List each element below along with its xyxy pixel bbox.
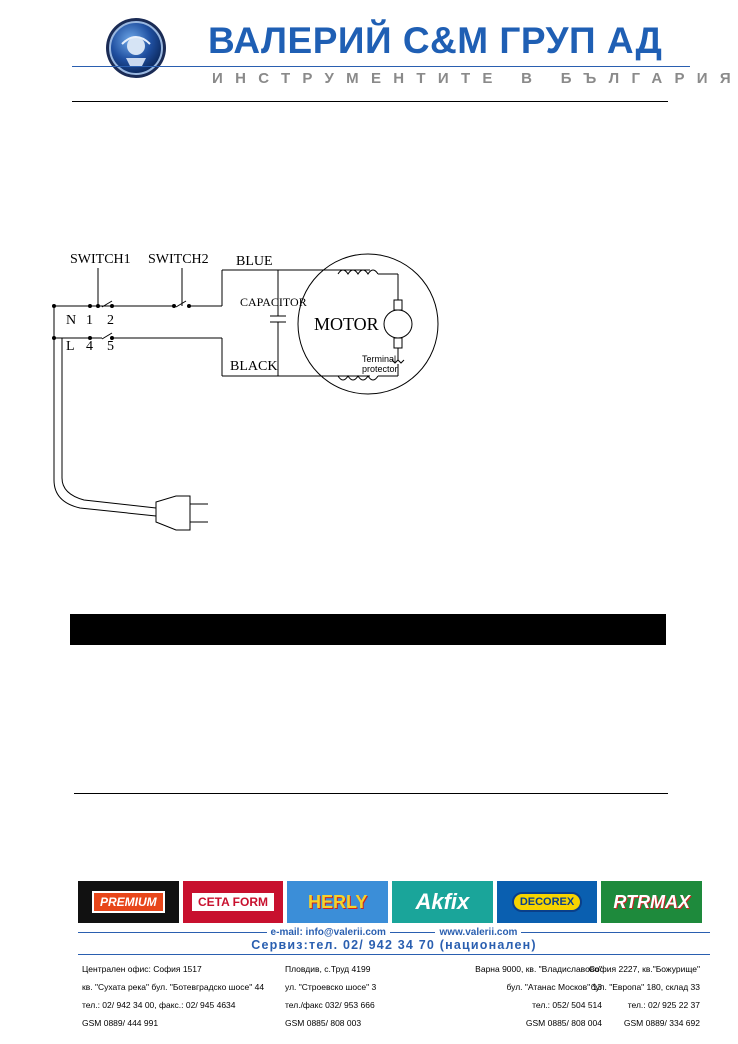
contact-row: e-mail: info@valerii.com www.valerii.com xyxy=(78,927,710,938)
brand-premium-logo: PREMIUM xyxy=(78,881,179,923)
switch1-label: SWITCH1 xyxy=(70,252,131,267)
website-link[interactable]: www.valerii.com xyxy=(435,927,522,938)
black-wire-label: BLACK xyxy=(230,359,277,374)
terminal-2-label: 2 xyxy=(107,313,114,328)
motor-label: MOTOR xyxy=(314,314,379,334)
brand-rtrmax-logo: RTRMAX xyxy=(601,881,703,923)
brand-strip: PREMIUM CETA FORM HERLY Akfix DECOREX RT… xyxy=(78,881,703,923)
email-link[interactable]: e-mail: info@valerii.com xyxy=(266,927,390,938)
brand-herly-logo: HERLY xyxy=(287,881,389,923)
header-rule xyxy=(72,66,690,67)
company-name: ВАЛЕРИЙ С&М ГРУП АД xyxy=(208,20,663,61)
switch2-label: SWITCH2 xyxy=(148,252,209,267)
company-tagline: ИНСТРУМЕНТИТЕ В БЪЛГАРИЯ xyxy=(212,70,738,87)
terminal-4-label: 4 xyxy=(86,339,93,354)
section-divider xyxy=(74,793,668,794)
blue-wire-label: BLUE xyxy=(236,254,273,269)
office-sofia-bozhurishte: София 2227, кв."Божурище" бул. "Европа" … xyxy=(588,964,700,1028)
terminal-n-label: N xyxy=(66,313,76,328)
capacitor-label: CAPACITOR xyxy=(240,295,307,309)
terminal-label: Terminal xyxy=(362,354,396,364)
footer-rule-top xyxy=(78,932,710,933)
section-header-bar xyxy=(70,614,666,645)
company-logo xyxy=(104,16,168,80)
terminal-1-label: 1 xyxy=(86,313,93,328)
page-rule xyxy=(72,101,668,102)
terminal-l-label: L xyxy=(66,339,75,354)
brand-decorex-logo: DECOREX xyxy=(496,881,598,923)
footer-rule-bottom xyxy=(78,954,710,955)
terminal-5-label: 5 xyxy=(107,339,114,354)
office-varna: Варна 9000, кв. "Владиславово" бул. "Ата… xyxy=(475,964,602,1028)
wiring-diagram: SWITCH1 SWITCH2 BLUE CAPACITOR BLACK MOT… xyxy=(40,240,460,540)
office-plovdiv: Пловдив, с.Труд 4199 ул. "Строевско шосе… xyxy=(285,964,377,1028)
brand-akfix-logo: Akfix xyxy=(392,881,493,923)
brand-cetaform-logo: CETA FORM xyxy=(182,881,284,923)
service-phone: Сервиз:тел. 02/ 942 34 70 (национален) xyxy=(251,938,537,952)
protector-label: protector xyxy=(362,364,398,374)
office-sofia-central: Централен офис: София 1517 кв. "Сухата р… xyxy=(82,964,265,1028)
